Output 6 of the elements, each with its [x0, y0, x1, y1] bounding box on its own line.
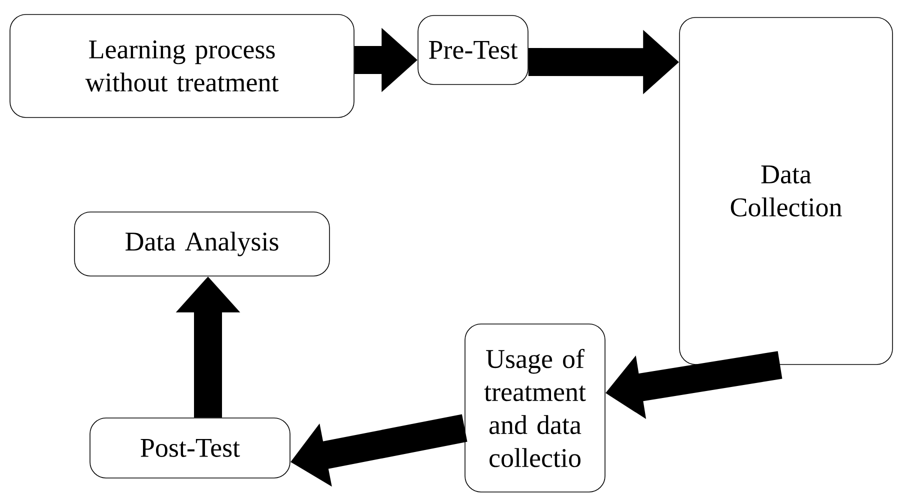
process-box: Pre-Test [418, 15, 528, 85]
process-box: Data Collection [679, 17, 893, 365]
process-box: Learning process without treatment [10, 14, 354, 118]
process-box: Post-Test [90, 418, 290, 478]
process-box: Data Analysis [74, 212, 330, 276]
process-box: Usage of treatment and data collectio [464, 324, 606, 492]
